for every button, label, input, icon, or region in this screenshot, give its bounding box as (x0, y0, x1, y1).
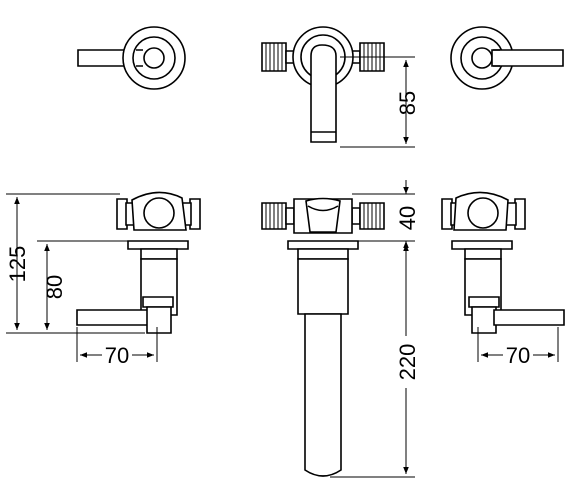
dimension-70-right: 70 (478, 327, 558, 368)
dimension-70-left: 70 (77, 327, 157, 368)
dimension-40-label: 40 (395, 206, 420, 230)
dimension-80-label: 80 (42, 275, 67, 299)
dimension-85: 85 (340, 57, 420, 147)
right-handle-side-view (442, 192, 564, 333)
dimension-220: 220 (330, 244, 422, 477)
dimension-70-right-label: 70 (506, 343, 530, 368)
dimension-70-left-label: 70 (105, 343, 129, 368)
dimension-125-label: 125 (5, 246, 30, 283)
dimension-40: 40 (352, 180, 420, 256)
dimension-80: 80 (37, 241, 128, 330)
left-handle-top-view (78, 27, 185, 89)
spout-front-view (262, 199, 384, 477)
left-handle-side-view (77, 192, 200, 333)
dimension-85-label: 85 (395, 91, 420, 115)
spout-top-view (262, 27, 384, 142)
dimension-125: 125 (5, 194, 145, 333)
right-handle-top-view (451, 27, 563, 89)
dimension-220-label: 220 (395, 344, 420, 381)
